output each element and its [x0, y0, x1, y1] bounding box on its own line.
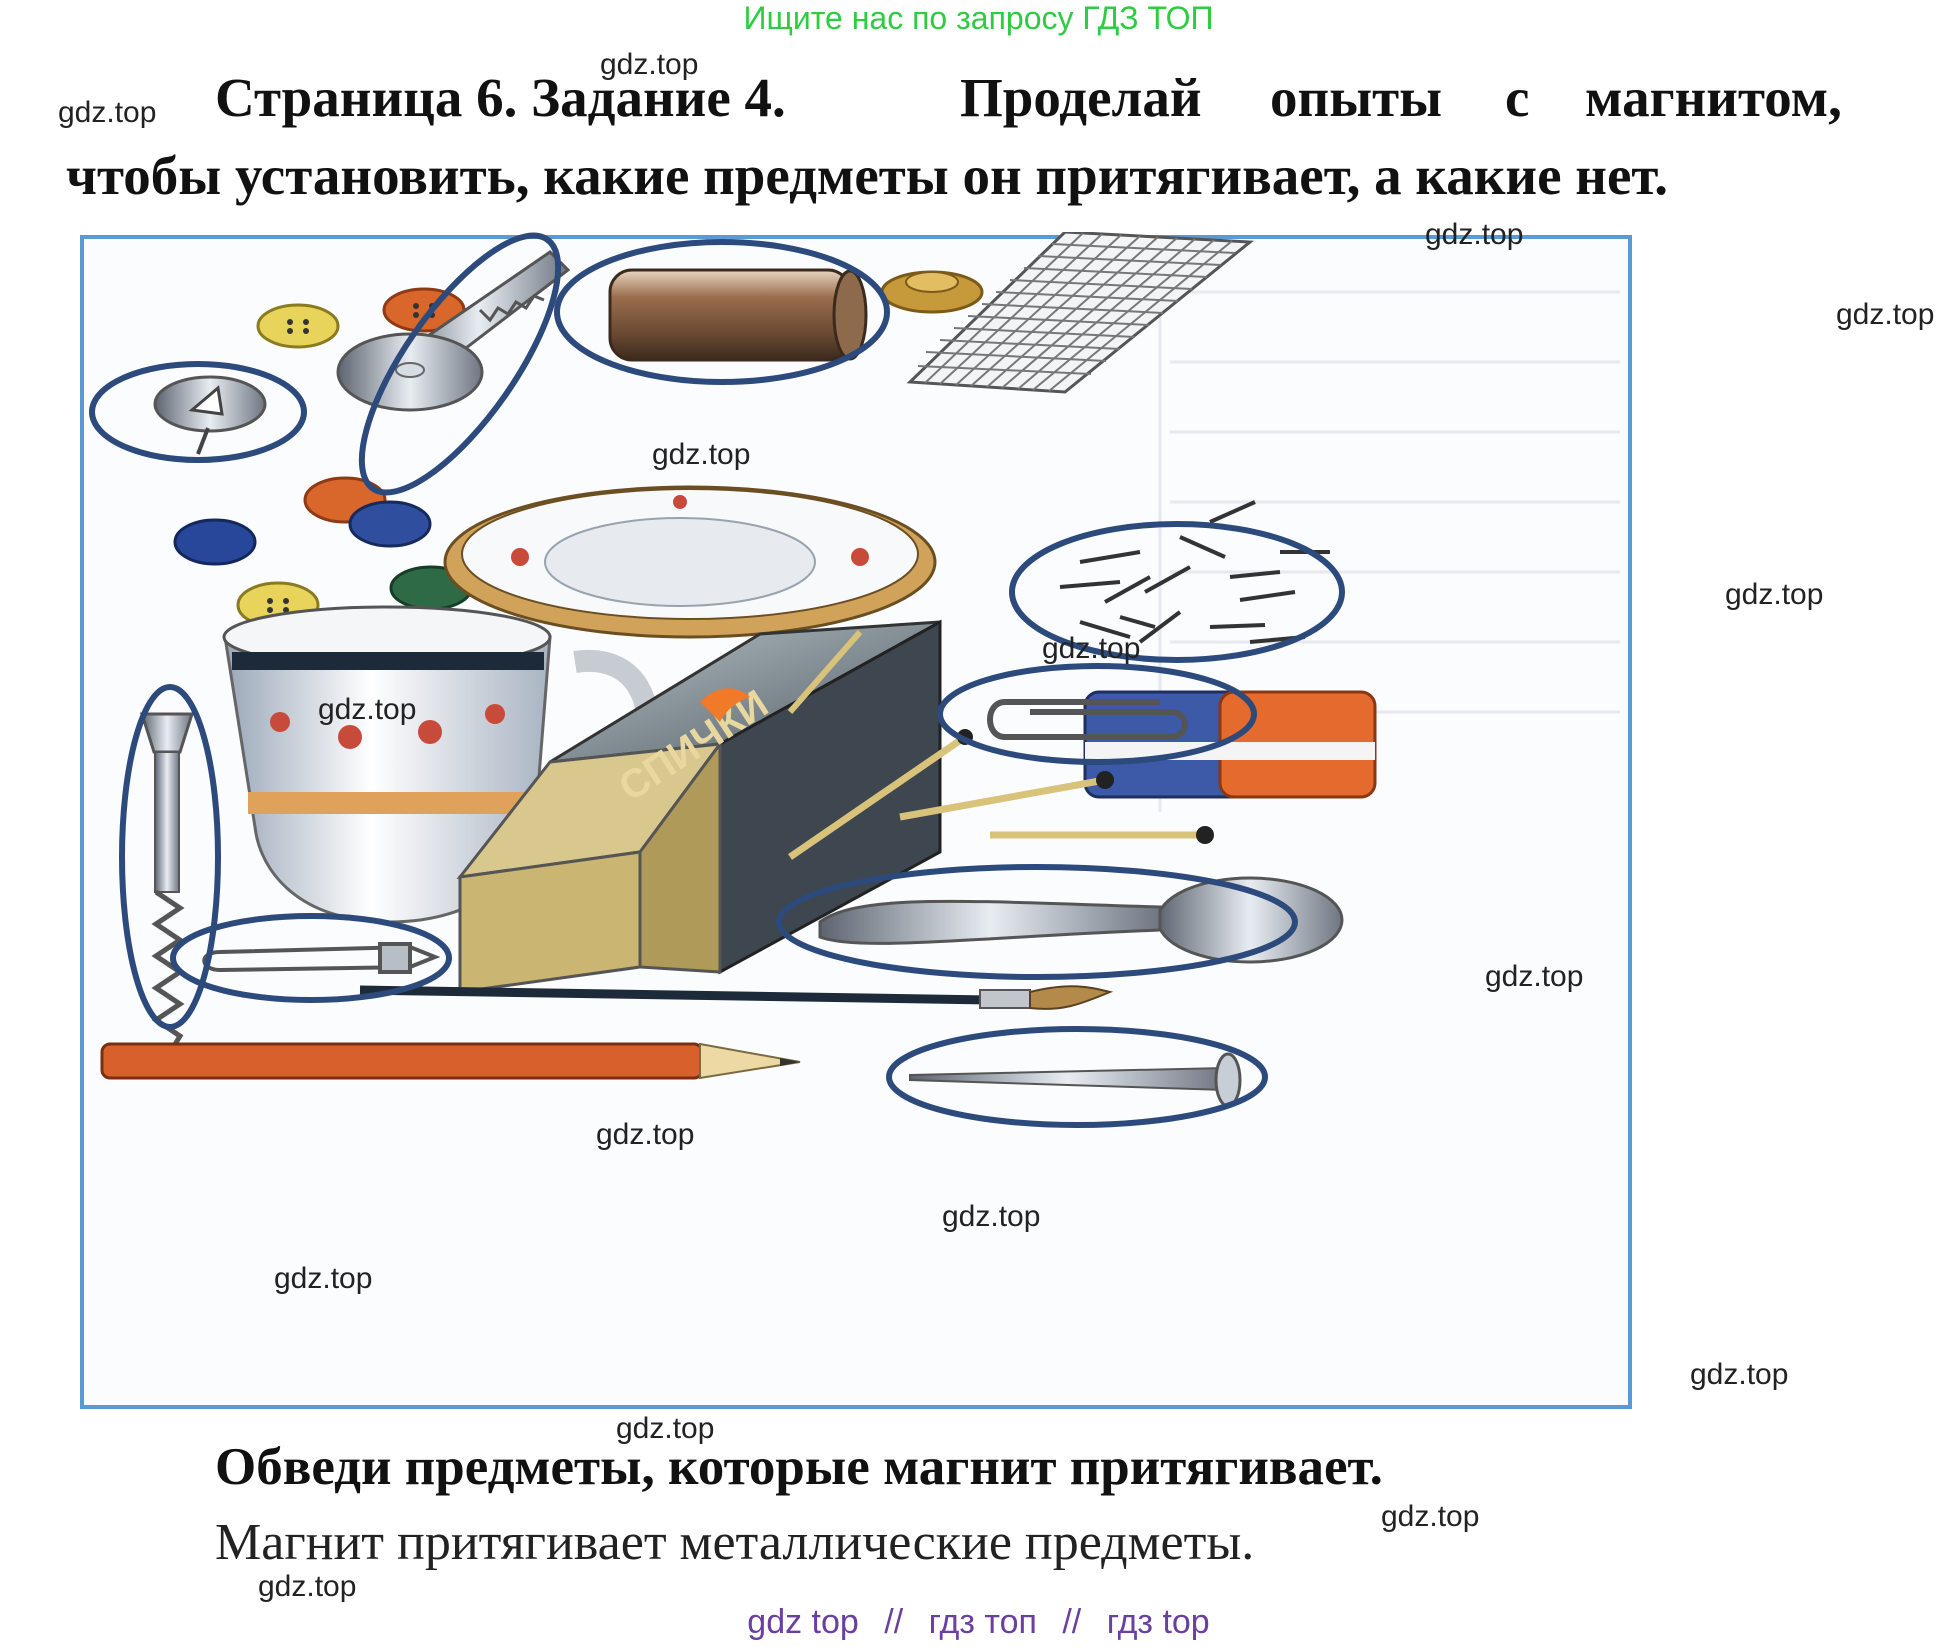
task-word-2: опыты [1270, 67, 1443, 128]
small-nails-icon [1059, 500, 1330, 644]
matchbox-icon: СПИЧКИ [456, 619, 942, 994]
circle-paper-clip [937, 663, 1257, 765]
watermark: gdz.top [596, 1118, 695, 1151]
watermark: gdz.top [652, 438, 751, 471]
task-word-1: Проделай [960, 67, 1202, 128]
buttons-icon [173, 287, 473, 629]
instruction-text: Обведи предметы, которые магнит притягив… [215, 1438, 1383, 1496]
task-word-4: магнитом, [1585, 67, 1842, 128]
push-pin-icon [153, 375, 267, 455]
circle-big-nail [886, 1026, 1268, 1128]
watermark: gdz.top [1836, 298, 1935, 331]
circle-can [554, 239, 890, 385]
saucer-icon [443, 485, 937, 639]
watermark: gdz.top [1425, 218, 1524, 251]
watermark: gdz.top [1381, 1500, 1480, 1533]
screw-icon [139, 712, 195, 1058]
footer-links: gdz top // гдз топ // гдз top [0, 1603, 1957, 1642]
paper-clip-icon [987, 699, 1188, 740]
brass-grommet-icon [880, 270, 984, 314]
watermark: gdz.top [1042, 632, 1141, 665]
eraser-icon [1083, 690, 1377, 799]
task-line-2: чтобы установить, какие предметы он прит… [66, 145, 1668, 206]
textbook-illustration: СПИЧКИ [80, 232, 1632, 1409]
footer-link-3[interactable]: гдз top [1106, 1603, 1210, 1641]
watermark: gdz.top [1725, 578, 1824, 611]
circle-key [358, 232, 562, 496]
watermark: gdz.top [616, 1412, 715, 1445]
watermark: gdz.top [942, 1200, 1041, 1233]
search-banner[interactable]: Ищите нас по запросу ГДЗ ТОП [743, 0, 1214, 36]
answer-text: Магнит притягивает металлические предмет… [215, 1514, 1255, 1571]
watermark: gdz.top [1485, 960, 1584, 993]
watermark: gdz.top [1690, 1358, 1789, 1391]
paint-brush-icon [359, 985, 1114, 1010]
watermark: gdz.top [274, 1262, 373, 1295]
task-page-label: Страница 6. Задание 4. [215, 67, 786, 128]
watermark: gdz.top [318, 693, 417, 726]
watermark: gdz.top [600, 48, 699, 81]
circle-small-nails [1009, 521, 1345, 663]
pencil-icon [100, 1042, 801, 1080]
circle-screw [119, 684, 221, 1030]
key-icon [336, 250, 571, 412]
footer-link-2[interactable]: гдз топ [928, 1603, 1037, 1641]
circle-spoon [776, 864, 1298, 980]
metal-mesh-icon [906, 232, 1254, 394]
footer-link-1[interactable]: gdz top [747, 1603, 859, 1641]
footer-separator: // [1062, 1603, 1082, 1641]
answer-circles [89, 232, 1345, 1128]
watermark: gdz.top [258, 1570, 357, 1603]
task-word-3: с [1505, 67, 1530, 128]
watermark: gdz.top [58, 96, 157, 129]
circle-push-pin [89, 361, 307, 463]
metal-can-icon [608, 268, 868, 362]
circle-safety-pin [170, 913, 452, 1003]
spoon-icon [818, 876, 1344, 964]
footer-separator: // [884, 1603, 904, 1641]
